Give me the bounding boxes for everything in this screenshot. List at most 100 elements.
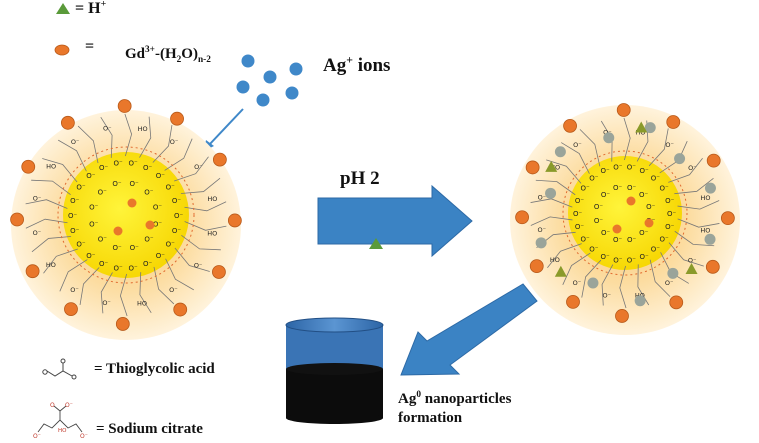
surface-ligand-glyph: O⁻ [660, 185, 670, 193]
surface-ligand-glyph: O⁻ [575, 197, 585, 205]
gd-ion-icon [25, 264, 40, 279]
ph-step-arrow [317, 184, 473, 258]
surface-ligand-glyph: O⁻ [156, 252, 166, 260]
surface-ligand-glyph: O⁻ [172, 197, 182, 205]
gd-ion-icon [113, 226, 123, 236]
surface-ligand-glyph: O⁻ [651, 174, 661, 182]
surface-ligand-glyph: O⁻ [86, 252, 96, 260]
shell-ligand-glyph: O⁻ [688, 256, 697, 264]
surface-ligand-glyph: O⁻ [130, 244, 140, 252]
legend-h-plus-label: = H+ [75, 0, 107, 17]
ligand-bond [648, 128, 669, 167]
ag-grey-particle-icon [704, 182, 716, 194]
gd-ion-icon [227, 213, 242, 228]
gd-ion-icon [720, 211, 735, 226]
shell-ligand-glyph: O⁻ [169, 286, 178, 294]
gd-ion-icon [145, 220, 155, 230]
shell-ligand-glyph: HO [138, 125, 148, 133]
surface-ligand-glyph: O⁻ [580, 235, 590, 243]
legend-citrate-label: = Sodium citrate [96, 421, 203, 437]
surface-ligand-glyph: O⁻ [580, 185, 590, 193]
ligand-bond [619, 265, 627, 309]
gd-ion-icon [115, 317, 130, 331]
surface-ligand-glyph: O⁻ [143, 164, 153, 172]
ligand-bond [677, 200, 720, 210]
surface-ligand-glyph: O⁻ [627, 257, 637, 265]
ligand-bond [530, 198, 573, 208]
surface-ligand-glyph: O⁻ [112, 180, 122, 188]
ligand-bond [124, 113, 133, 157]
beaker-rim [285, 317, 384, 333]
proton-triangle-icon [685, 263, 698, 275]
surface-ligand-glyph: O⁻ [639, 191, 649, 199]
gd-ion-icon [173, 302, 188, 317]
ligand-bond [164, 138, 193, 171]
ligand-bond [181, 235, 221, 251]
gd-ion-icon [529, 259, 544, 273]
ligand-bond [174, 247, 210, 272]
shell-ligand-glyph: O⁻ [102, 299, 111, 307]
beaker-icon [285, 317, 384, 424]
surface-ligand-glyph: O⁻ [166, 241, 176, 249]
ligand-bond [579, 129, 601, 167]
gd-ion-icon [170, 111, 184, 126]
ph-proton-triangle-icon [369, 238, 383, 249]
ligand-ring [562, 150, 688, 276]
surface-ligand-glyph: O⁻ [573, 210, 583, 218]
gd-ion-icon [212, 265, 226, 279]
beaker-liquid [286, 369, 383, 418]
surface-ligand-glyph: O⁻ [70, 227, 80, 235]
surface-ligand-glyph: O⁻ [613, 163, 623, 171]
proton-triangle-icon [635, 121, 648, 133]
ligand-bond [677, 218, 720, 228]
gd-ion-icon [666, 115, 681, 129]
surface-ligand-glyph: O⁻ [651, 246, 661, 254]
ag-ion-circle-icon [256, 93, 270, 107]
surface-ligand-glyph: O⁻ [594, 217, 604, 225]
gd-ion-icon [563, 118, 577, 133]
ligand-bond [530, 216, 573, 226]
ligand-bond [165, 258, 194, 291]
gd-ion-icon [616, 103, 631, 117]
ligand-bond [152, 125, 173, 163]
ag-grey-particle-icon [644, 122, 656, 134]
surface-ligand-glyph: O⁻ [640, 253, 650, 261]
ag-grey-particle-icon [587, 277, 599, 289]
gd-ion-icon [566, 295, 580, 309]
surface-ligand-glyph: O⁻ [667, 210, 677, 218]
ligand-bond [561, 142, 590, 174]
surface-ligand-glyph: O⁻ [86, 172, 96, 180]
surface-ligand-glyph: O⁻ [143, 260, 153, 268]
surface-ligand-glyph: O⁻ [99, 260, 109, 268]
surface-ligand-glyph: O⁻ [129, 180, 139, 188]
surface-ligand-glyph: O⁻ [89, 221, 99, 229]
left-core [63, 152, 189, 278]
beaker-liquid-top [286, 363, 383, 375]
surface-ligand-glyph: O⁻ [156, 172, 166, 180]
surface-ligand-glyph: O⁻ [575, 223, 585, 231]
surface-ligand-glyph: O⁻ [98, 235, 108, 243]
ligand-bond [547, 243, 582, 269]
shell-ligand-glyph: HO [207, 195, 217, 203]
shell-ligand-glyph: HO [137, 299, 147, 307]
surface-ligand-glyph: O⁻ [601, 229, 611, 237]
ag-grey-particle-icon [535, 237, 547, 249]
ag-grey-particle-icon [634, 295, 646, 307]
ligand-bond [601, 264, 614, 306]
surface-ligand-glyph: O⁻ [70, 197, 80, 205]
shell-ligand-glyph: HO [207, 230, 217, 238]
ligand-bond [31, 236, 72, 253]
ag-ion-circle-icon [236, 80, 250, 94]
shell-ligand-glyph: O⁻ [688, 164, 697, 172]
surface-ligand-glyph: O⁻ [76, 183, 86, 191]
left-nanoparticle: O⁻O⁻O⁻O⁻O⁻O⁻O⁻O⁻O⁻O⁻O⁻O⁻O⁻O⁻O⁻O⁻O⁻O⁻O⁻O⁻… [10, 99, 242, 340]
thioglycolic-acid-icon [42, 358, 77, 380]
surface-ligand-glyph: O⁻ [153, 203, 163, 211]
ligand-bond [623, 117, 631, 161]
shell-ligand-glyph: O⁻ [70, 286, 79, 294]
ag-grey-particle-icon [674, 153, 686, 165]
gd-ion-icon [60, 115, 75, 130]
surface-ligand-glyph: O⁻ [129, 160, 139, 168]
surface-ligand-glyph: O⁻ [589, 246, 599, 254]
shell-ligand-glyph: O⁻ [538, 226, 547, 234]
